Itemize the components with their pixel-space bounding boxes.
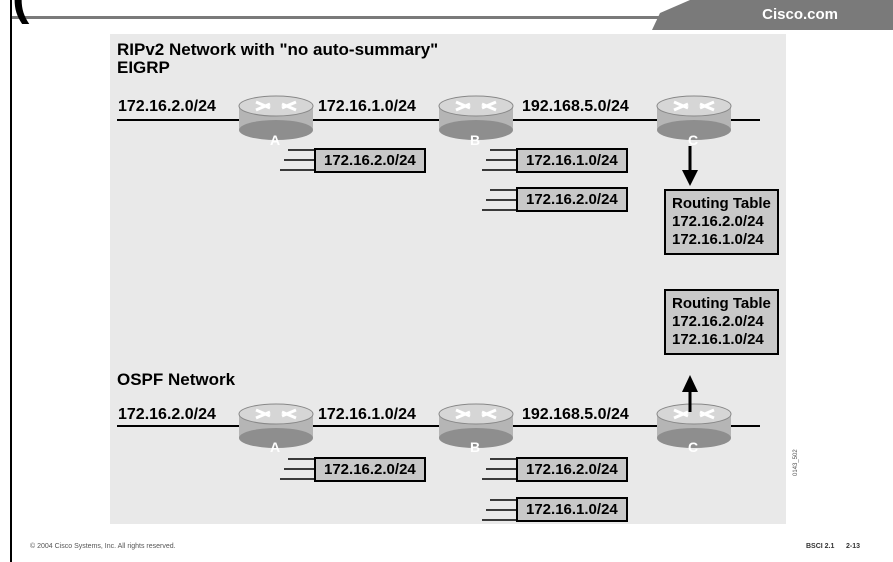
update-lines-b4 [482,499,516,521]
copyright: © 2004 Cisco Systems, Inc. All rights re… [30,543,176,550]
routing-table-title: Routing Table [672,195,771,212]
update-lines-a1 [280,149,314,171]
routing-update-box: 172.16.2.0/24 [314,457,426,482]
network-label: 172.16.2.0/24 [118,406,216,423]
diagram1-title: RIPv2 Network with "no auto-summary" [117,40,439,59]
routing-table-title: Routing Table [672,295,771,312]
routing-table-box: Routing Table 172.16.2.0/24 172.16.1.0/2… [664,289,779,355]
router-b-label: B [470,439,481,455]
update-lines-b3 [482,458,516,480]
slide-title-fragment: ( [12,0,29,22]
slide-code: 0143_502 [793,449,799,476]
slide-number: 2-13 [846,543,861,550]
network-label: 172.16.2.0/24 [118,98,216,115]
network-label: 192.168.5.0/24 [522,406,629,423]
network-label: 172.16.1.0/24 [318,98,416,115]
header-bar [12,0,893,30]
routing-table-entry: 172.16.1.0/24 [672,231,764,248]
router-b-label: B [470,132,481,148]
routing-update-box: 172.16.2.0/24 [516,457,628,482]
routing-table-entry: 172.16.2.0/24 [672,213,764,230]
update-lines-b1 [482,149,516,171]
router-a-label: A [270,439,281,455]
router-c-label: C [688,439,699,455]
routing-table-entry: 172.16.1.0/24 [672,331,764,348]
update-lines-a2 [280,458,314,480]
left-border [0,0,12,562]
routing-update-box: 172.16.2.0/24 [516,187,628,212]
network-label: 172.16.1.0/24 [318,406,416,423]
slide-header: ( Cisco.com [0,0,893,30]
arrow-down-icon [682,146,698,186]
arrow-up-icon [682,375,698,412]
brand-label: Cisco.com [762,6,838,23]
diagram1-subtitle: EIGRP [117,58,170,77]
routing-update-box: 172.16.2.0/24 [314,148,426,173]
routing-update-box: 172.16.1.0/24 [516,148,628,173]
router-c-label: C [688,132,699,148]
network-label: 192.168.5.0/24 [522,98,629,115]
course-code: BSCI 2.1 [806,543,835,550]
update-lines-b2 [482,189,516,211]
routing-table-entry: 172.16.2.0/24 [672,313,764,330]
routing-table-box: Routing Table 172.16.2.0/24 172.16.1.0/2… [664,189,779,255]
routing-update-box: 172.16.1.0/24 [516,497,628,522]
diagram2-title: OSPF Network [117,370,236,389]
router-a-label: A [270,132,281,148]
